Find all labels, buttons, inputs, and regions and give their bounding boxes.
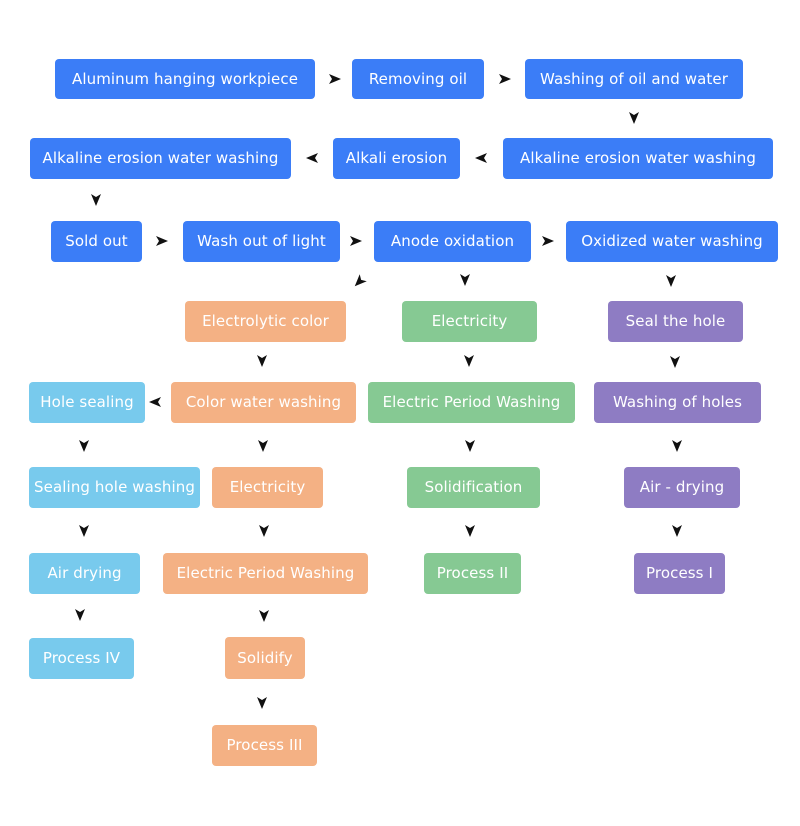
node-aluminum-hanging-workpiece: Aluminum hanging workpiece — [55, 59, 315, 99]
arrow-right-icon — [155, 234, 169, 248]
node-process-ii: Process II — [424, 553, 521, 594]
arrow-down-icon — [255, 354, 269, 368]
arrow-down-icon — [257, 524, 271, 538]
node-hole-sealing: Hole sealing — [29, 382, 145, 423]
node-solidification: Solidification — [407, 467, 540, 508]
arrow-down-icon — [463, 439, 477, 453]
node-electric-period-washing-orange: Electric Period Washing — [163, 553, 368, 594]
arrow-down-icon — [462, 354, 476, 368]
arrow-down-icon — [89, 193, 103, 207]
arrow-down-icon — [77, 439, 91, 453]
node-washing-of-oil-and-water: Washing of oil and water — [525, 59, 743, 99]
arrow-down-icon — [627, 111, 641, 125]
node-electric-period-washing-green: Electric Period Washing — [368, 382, 575, 423]
arrow-down-left-icon — [349, 272, 369, 292]
node-removing-oil: Removing oil — [352, 59, 484, 99]
arrow-right-icon — [541, 234, 555, 248]
node-anode-oxidation: Anode oxidation — [374, 221, 531, 262]
arrow-down-icon — [257, 609, 271, 623]
node-electrolytic-color: Electrolytic color — [185, 301, 346, 342]
node-alkali-erosion: Alkali erosion — [333, 138, 460, 179]
arrow-down-icon — [670, 524, 684, 538]
arrow-down-icon — [668, 355, 682, 369]
arrow-right-icon — [328, 72, 342, 86]
arrow-left-icon — [474, 151, 488, 165]
node-solidify: Solidify — [225, 637, 305, 679]
arrow-down-icon — [255, 696, 269, 710]
arrow-down-icon — [73, 608, 87, 622]
arrow-left-icon — [305, 151, 319, 165]
node-air-dash-drying: Air - drying — [624, 467, 740, 508]
node-sold-out: Sold out — [51, 221, 142, 262]
arrow-right-icon — [498, 72, 512, 86]
arrow-left-icon — [148, 395, 162, 409]
node-seal-the-hole: Seal the hole — [608, 301, 743, 342]
node-oxidized-water-washing: Oxidized water washing — [566, 221, 778, 262]
node-air-drying: Air drying — [29, 553, 140, 594]
arrow-down-icon — [670, 439, 684, 453]
node-electricity-green: Electricity — [402, 301, 537, 342]
arrow-down-icon — [463, 524, 477, 538]
node-color-water-washing: Color water washing — [171, 382, 356, 423]
node-process-iii: Process III — [212, 725, 317, 766]
node-washing-of-holes: Washing of holes — [594, 382, 761, 423]
node-alkaline-erosion-water-washing-left: Alkaline erosion water washing — [30, 138, 291, 179]
arrow-down-icon — [458, 273, 472, 287]
node-process-i: Process I — [634, 553, 725, 594]
node-sealing-hole-washing: Sealing hole washing — [29, 467, 200, 508]
arrow-down-icon — [77, 524, 91, 538]
node-process-iv: Process IV — [29, 638, 134, 679]
node-wash-out-of-light: Wash out of light — [183, 221, 340, 262]
arrow-down-icon — [664, 274, 678, 288]
node-alkaline-erosion-water-washing-right: Alkaline erosion water washing — [503, 138, 773, 179]
arrow-down-icon — [256, 439, 270, 453]
arrow-right-icon — [349, 234, 363, 248]
node-electricity-orange: Electricity — [212, 467, 323, 508]
